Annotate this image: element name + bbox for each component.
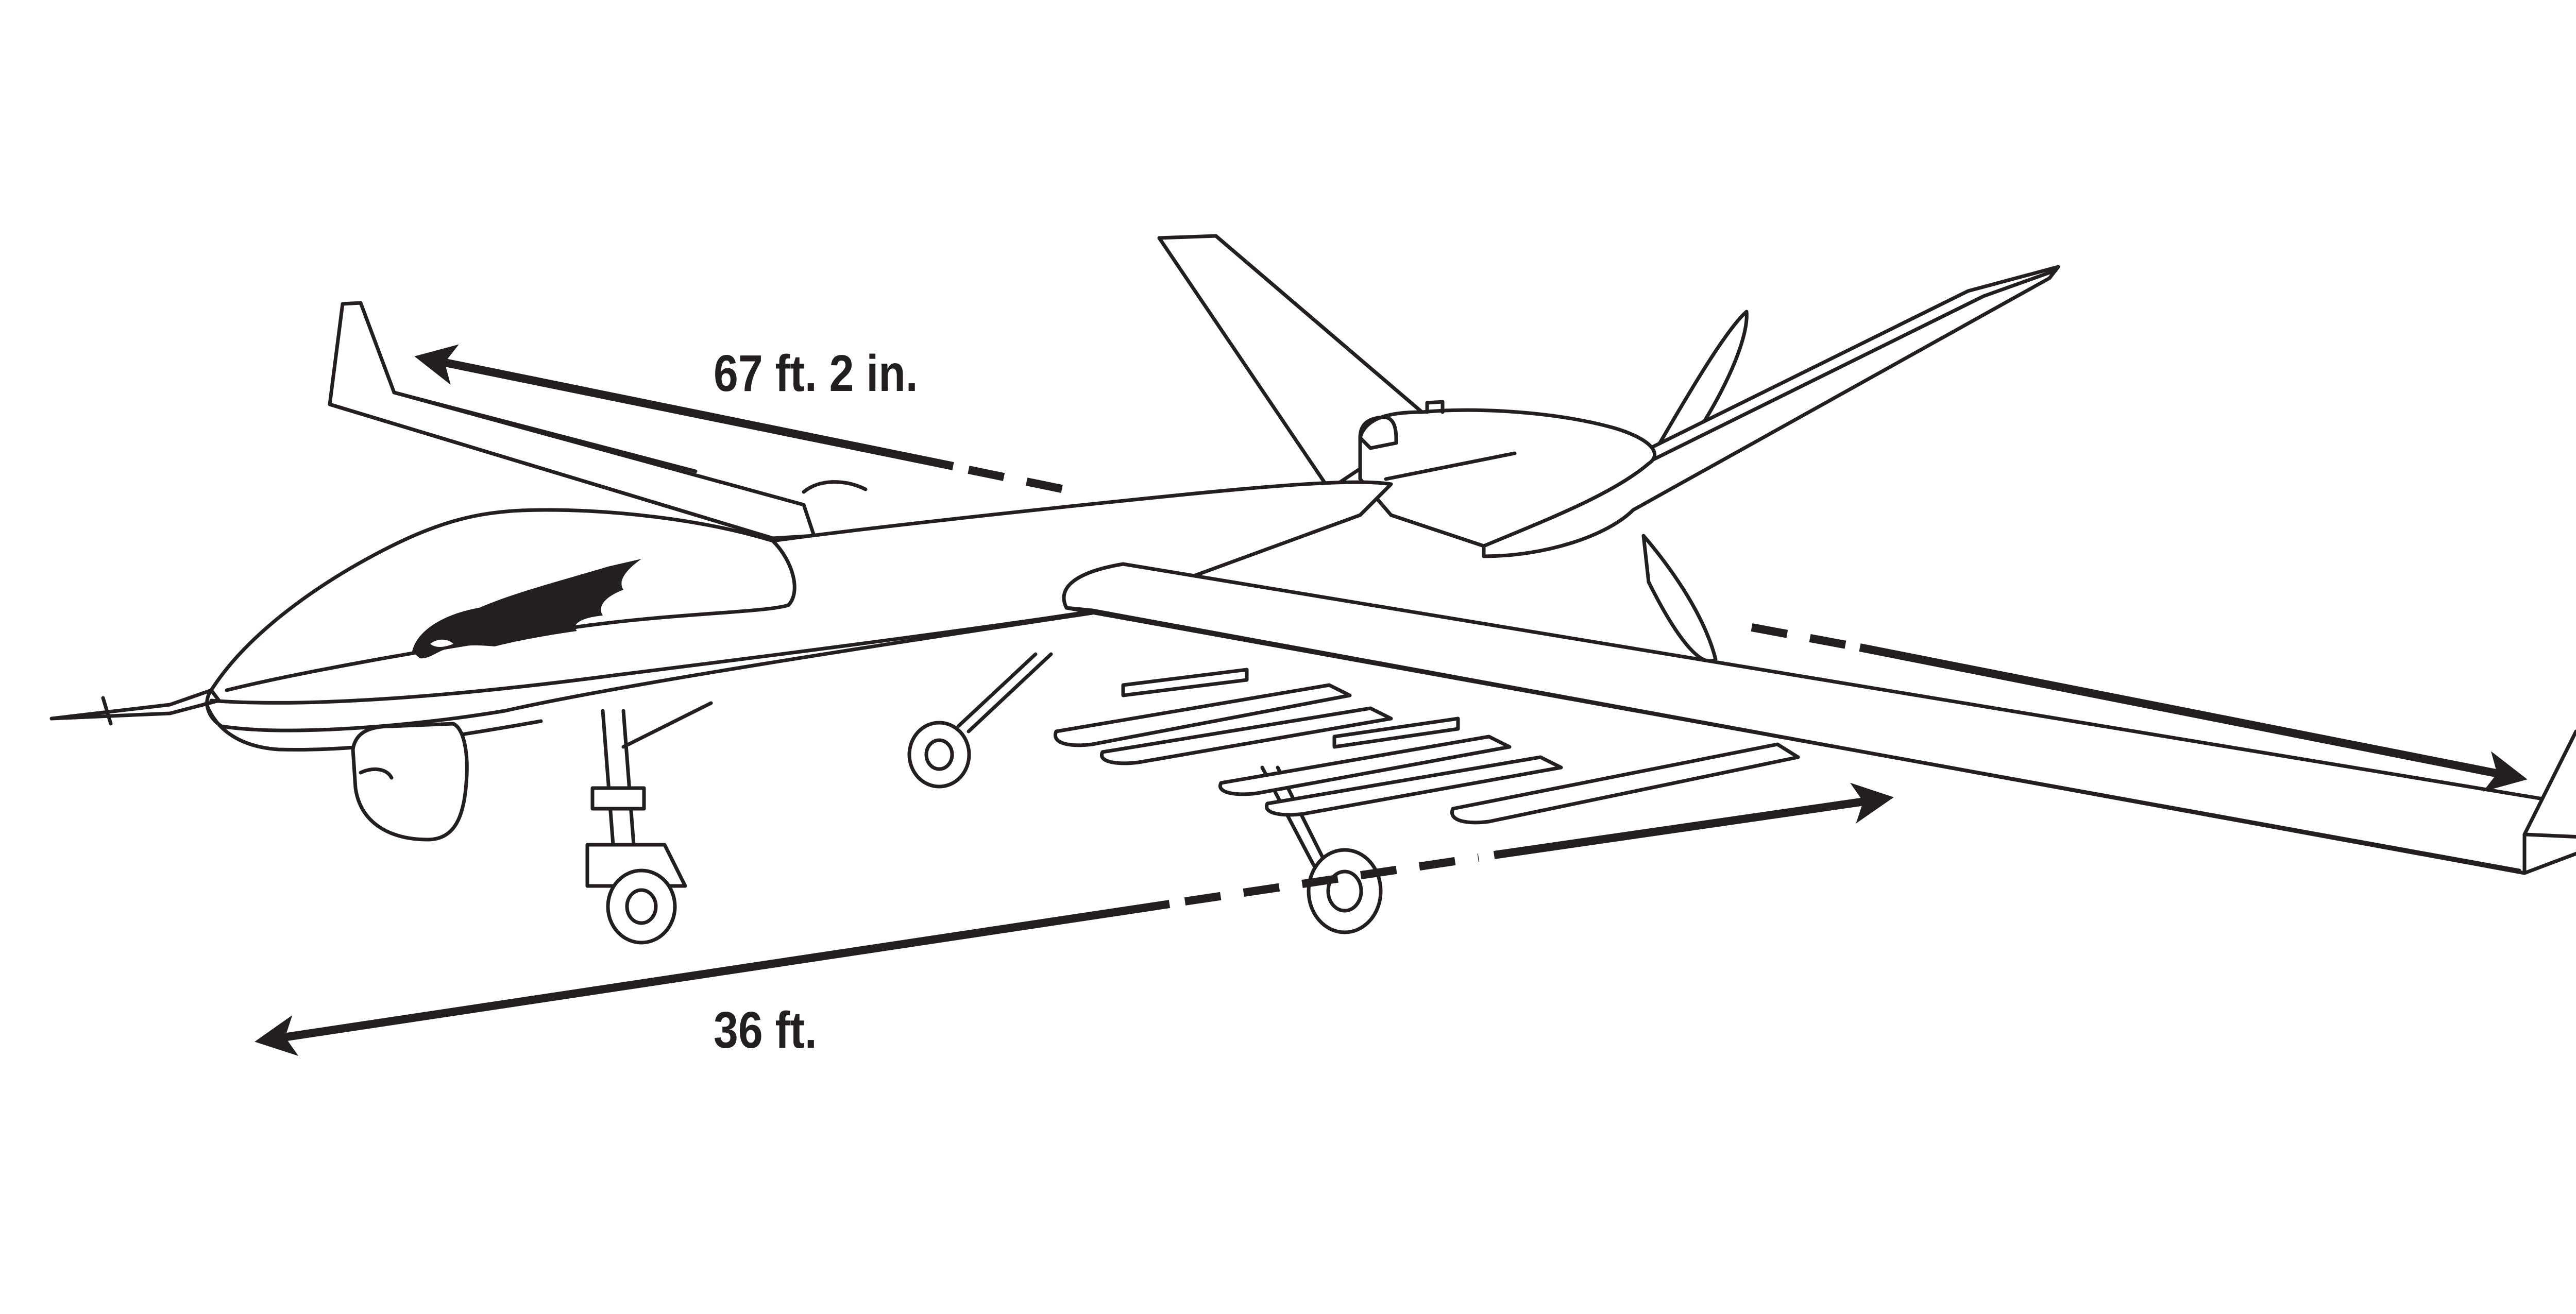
nose-probe	[49, 688, 221, 721]
wingspan-arrow-left	[414, 344, 954, 470]
rear-fuselage	[1358, 408, 1656, 548]
fuselage	[205, 480, 1393, 732]
wingspan-label: 67 ft. 2 in.	[714, 345, 918, 402]
tail-stabilizer-right	[1479, 265, 2060, 558]
length-arrow-right	[1493, 782, 1894, 859]
length-label: 36 ft.	[714, 1001, 817, 1059]
propeller-upper-blade	[1652, 310, 1749, 460]
main-landing-gear-left	[907, 652, 1053, 789]
sensor-turret	[351, 722, 469, 842]
nose-landing-gear	[585, 701, 713, 945]
propeller-lower-blade	[1641, 534, 1718, 663]
wingspan-arrow-right	[1859, 643, 2528, 792]
wing-far-left	[328, 301, 816, 540]
eagle-head-icon	[412, 559, 641, 659]
weapon-stores	[1054, 668, 1800, 825]
wing-near-right	[1062, 562, 2557, 875]
length-arrow-left	[255, 900, 1171, 1056]
